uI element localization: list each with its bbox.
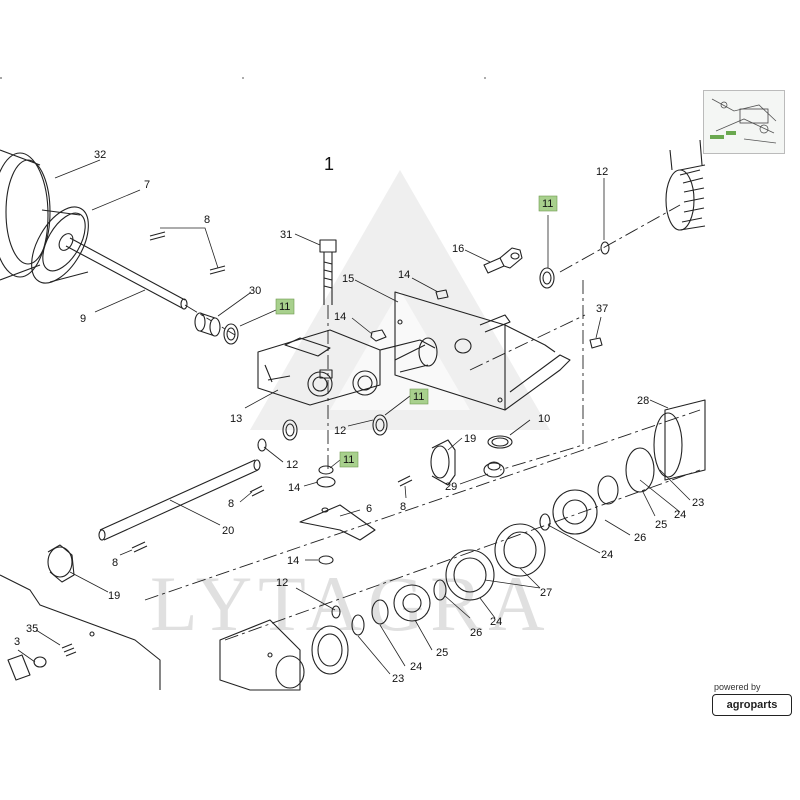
bolt-31 [319, 239, 337, 470]
washer-12a [600, 241, 610, 255]
callout-31[interactable]: 31 [280, 229, 292, 241]
seal-11d [257, 419, 298, 452]
watermark: LYTAGRA [150, 170, 551, 647]
callout-23[interactable]: 23 [692, 497, 704, 509]
callout-26[interactable]: 26 [470, 627, 482, 639]
plate-6 [299, 504, 376, 541]
callout-12[interactable]: 12 [334, 425, 346, 437]
callout-16[interactable]: 16 [452, 243, 464, 255]
bevel-gear-center [430, 439, 456, 486]
bearing-stack [311, 399, 706, 675]
bracket-plate [394, 280, 586, 471]
watermark-text: LYTAGRA [150, 560, 551, 647]
screw-37 [589, 337, 603, 349]
seal-11c [372, 414, 388, 436]
callout-29[interactable]: 29 [445, 481, 457, 493]
callout-24[interactable]: 24 [601, 549, 613, 561]
callout-7[interactable]: 7 [144, 179, 150, 191]
pins-upper [149, 231, 226, 275]
brand-logo: agroparts [712, 694, 792, 716]
bevel-gear-lower [47, 544, 75, 583]
callout-24[interactable]: 24 [674, 509, 686, 521]
callout-19[interactable]: 19 [108, 590, 120, 602]
callout-32[interactable]: 32 [94, 149, 106, 161]
callout-11[interactable]: 11 [413, 391, 424, 403]
callout-14[interactable]: 14 [288, 482, 300, 494]
leader-lines [17, 159, 691, 675]
callout-19[interactable]: 19 [464, 433, 476, 445]
callout-35[interactable]: 35 [26, 623, 38, 635]
pulley-assembly [0, 149, 89, 284]
callout-27[interactable]: 27 [540, 587, 552, 599]
shaft-lower [98, 459, 261, 541]
callout-25[interactable]: 25 [436, 647, 448, 659]
callout-37[interactable]: 37 [596, 303, 608, 315]
pins-mid [131, 475, 413, 553]
seal-11b [539, 204, 681, 289]
overview-thumbnail[interactable] [703, 90, 785, 154]
callout-24[interactable]: 24 [490, 616, 502, 628]
callout-14[interactable]: 14 [398, 269, 410, 281]
axis-main [144, 409, 701, 601]
key-16 [483, 247, 523, 274]
callout-8[interactable]: 8 [112, 557, 118, 569]
callout-28[interactable]: 28 [637, 395, 649, 407]
callout-8[interactable]: 8 [228, 498, 234, 510]
callout-12[interactable]: 12 [286, 459, 298, 471]
callout-9[interactable]: 9 [80, 313, 86, 325]
thumbnail-drawing [704, 91, 784, 153]
callout-highlight-11a [275, 298, 295, 315]
callout-11[interactable]: 11 [542, 198, 553, 210]
callout-26[interactable]: 26 [634, 532, 646, 544]
callout-12[interactable]: 12 [596, 166, 608, 178]
callout-highlight-11b [538, 195, 558, 212]
lower-frame [0, 574, 161, 690]
nuts-center [316, 289, 449, 565]
callout-12[interactable]: 12 [276, 577, 288, 589]
callout-8[interactable]: 8 [400, 501, 406, 513]
callout-14[interactable]: 14 [287, 555, 299, 567]
callout-15[interactable]: 15 [342, 273, 354, 285]
axis-lower [224, 469, 701, 641]
bushing-10 [483, 435, 513, 478]
callout-highlight-11c [409, 388, 429, 405]
callout-30[interactable]: 30 [249, 285, 261, 297]
agroparts-badge[interactable]: powered by agroparts [712, 682, 794, 718]
callout-8[interactable]: 8 [204, 214, 210, 226]
callout-6[interactable]: 6 [366, 503, 372, 515]
callout-25[interactable]: 25 [655, 519, 667, 531]
powered-by-label: powered by [714, 682, 761, 692]
callout-3[interactable]: 3 [14, 636, 20, 648]
callout-10[interactable]: 10 [538, 413, 550, 425]
shaft-upper [65, 237, 236, 336]
callout-13[interactable]: 13 [230, 413, 242, 425]
shaft-gear-top [665, 139, 706, 231]
seal-11a [223, 323, 239, 345]
callout-24[interactable]: 24 [410, 661, 422, 673]
callout-23[interactable]: 23 [392, 673, 404, 685]
callout-11[interactable]: 11 [343, 454, 354, 466]
group-label: 1 [324, 154, 334, 174]
callout-14[interactable]: 14 [334, 311, 346, 323]
callout-20[interactable]: 20 [222, 525, 234, 537]
callout-11[interactable]: 11 [279, 301, 290, 313]
callout-highlight-11d [339, 451, 359, 468]
callouts: 32 7 8 9 30 11 31 15 14 14 16 11 12 37 1… [14, 149, 704, 685]
lower-housing [219, 619, 305, 691]
bushing-30 [194, 312, 221, 337]
